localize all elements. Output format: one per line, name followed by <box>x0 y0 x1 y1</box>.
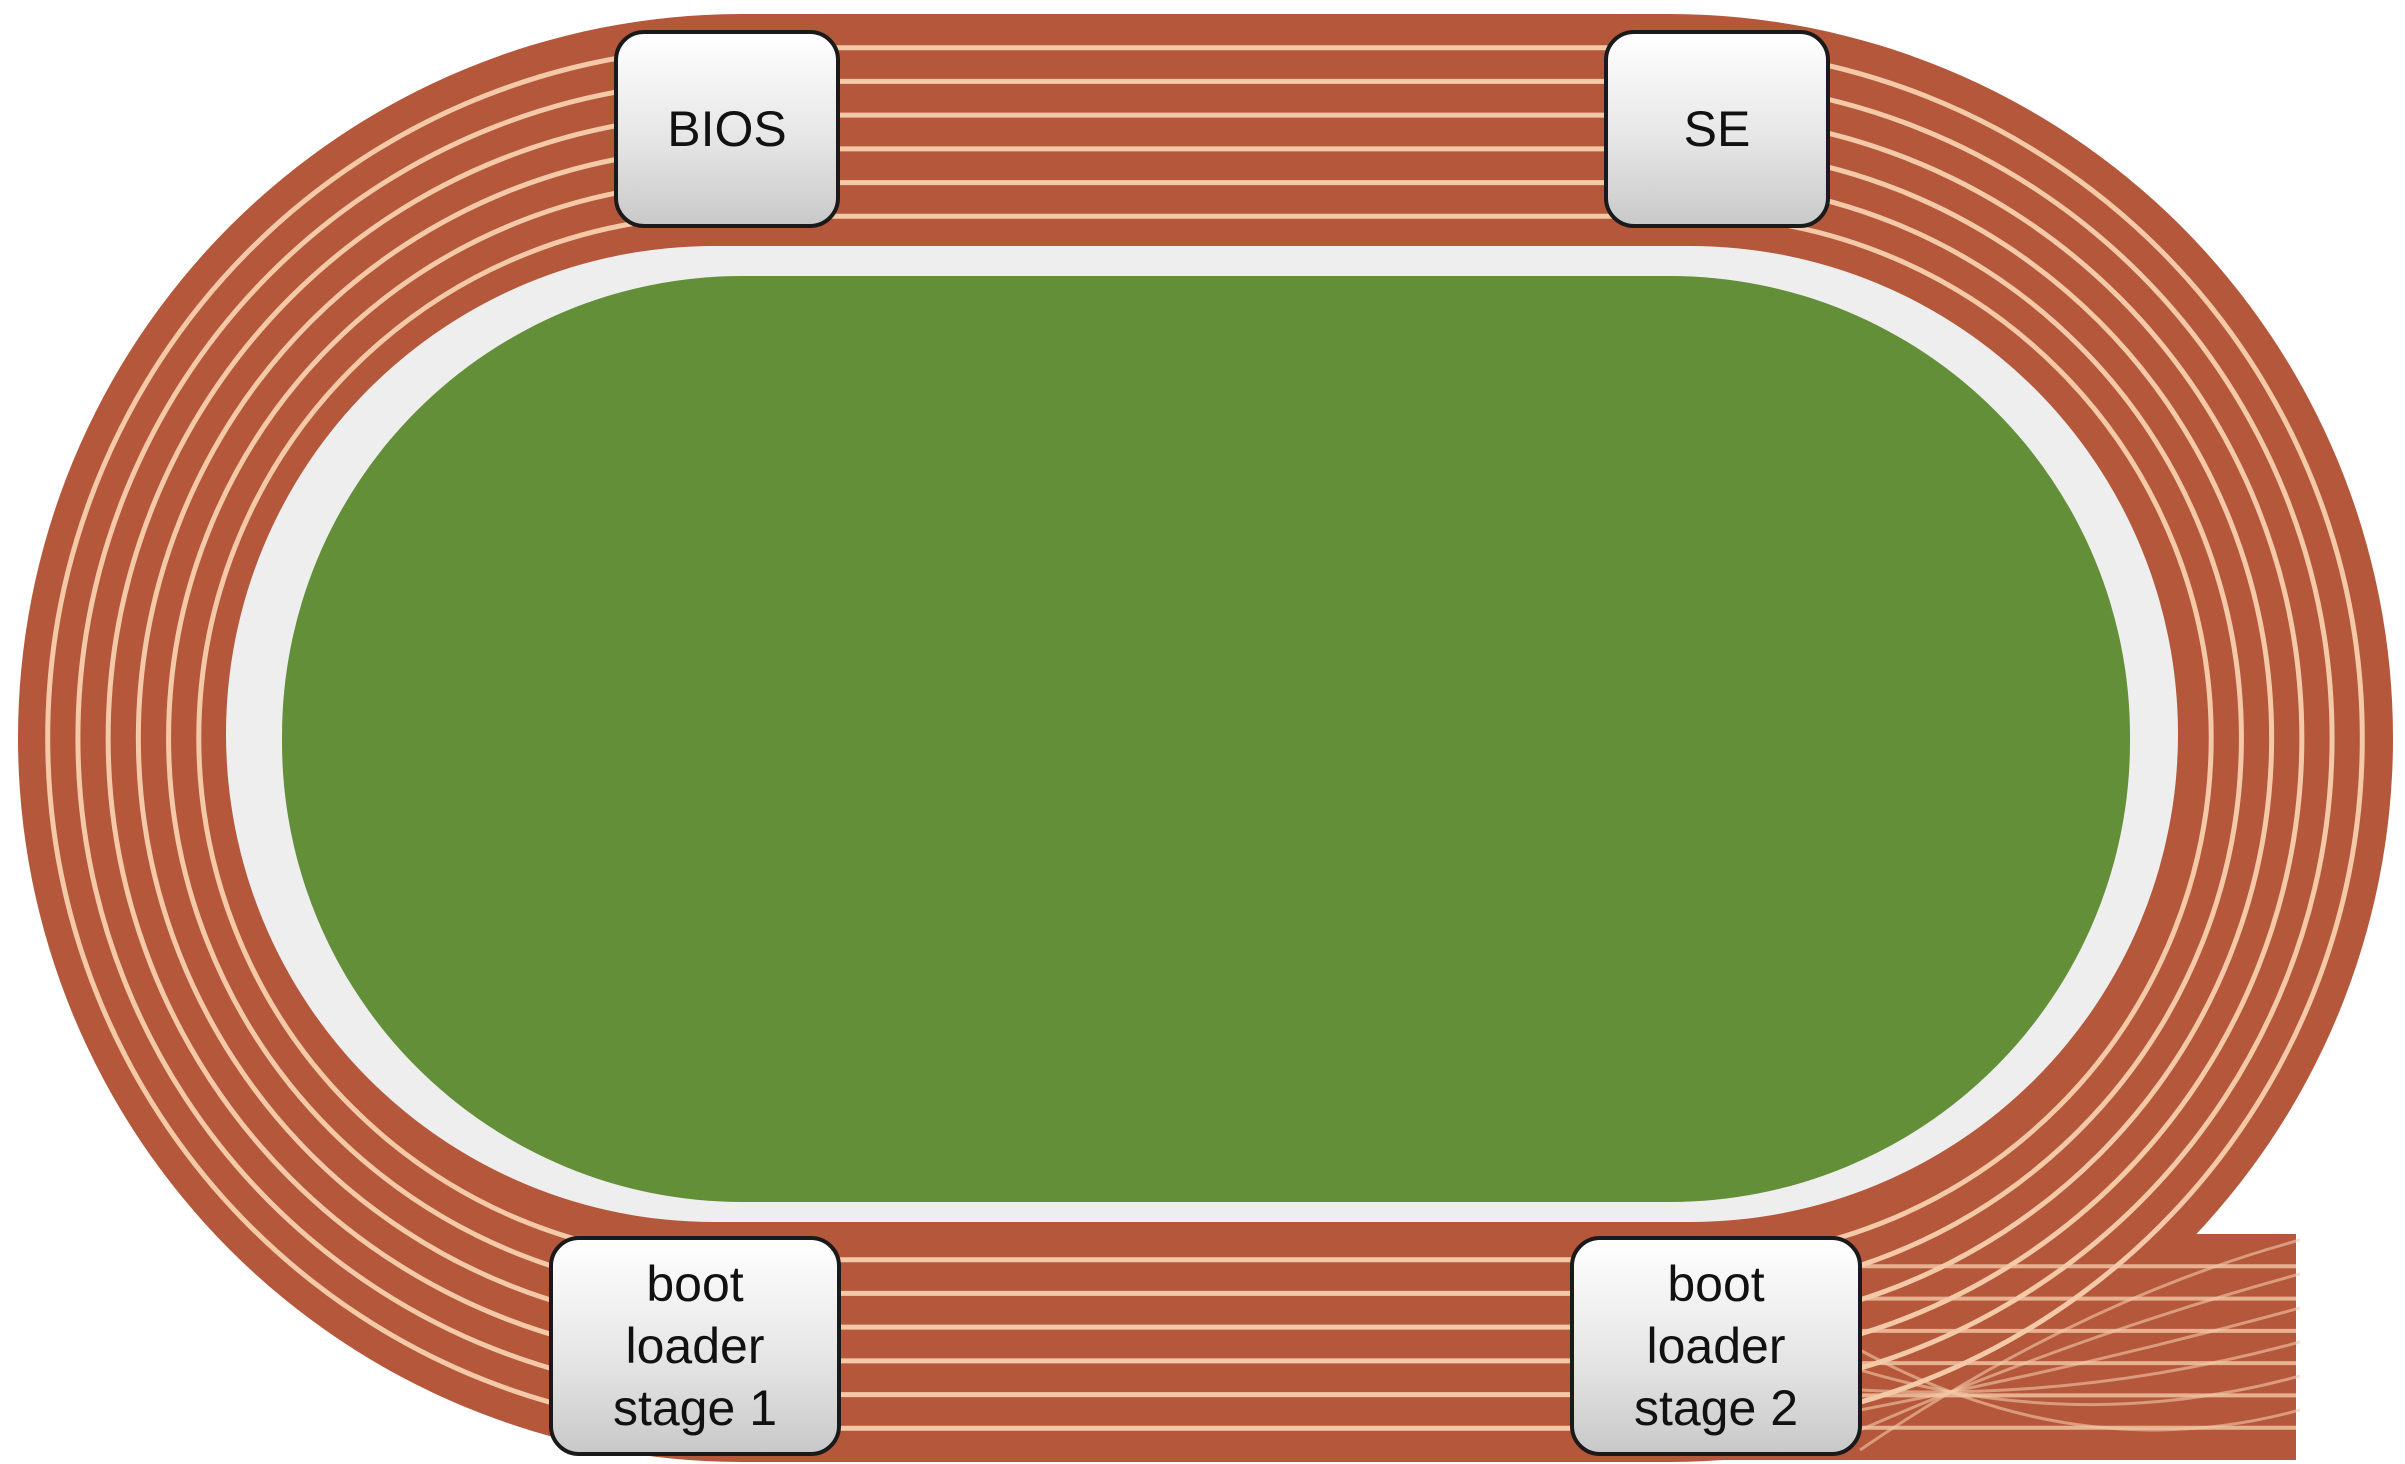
boot1-line-3: stage 1 <box>613 1377 777 1439</box>
bios-label: BIOS <box>667 98 786 160</box>
boot1-line-1: boot <box>646 1253 743 1315</box>
boot2-line-1: boot <box>1667 1253 1764 1315</box>
bios-box: BIOS <box>614 30 840 228</box>
infield <box>282 276 2130 1202</box>
se-label: SE <box>1684 98 1751 160</box>
boot-loader-stage-1-box: boot loader stage 1 <box>549 1236 841 1456</box>
se-box: SE <box>1604 30 1830 228</box>
boot1-line-2: loader <box>626 1315 765 1377</box>
boot2-line-3: stage 2 <box>1634 1377 1798 1439</box>
boot-loader-stage-2-box: boot loader stage 2 <box>1570 1236 1862 1456</box>
boot2-line-2: loader <box>1647 1315 1786 1377</box>
